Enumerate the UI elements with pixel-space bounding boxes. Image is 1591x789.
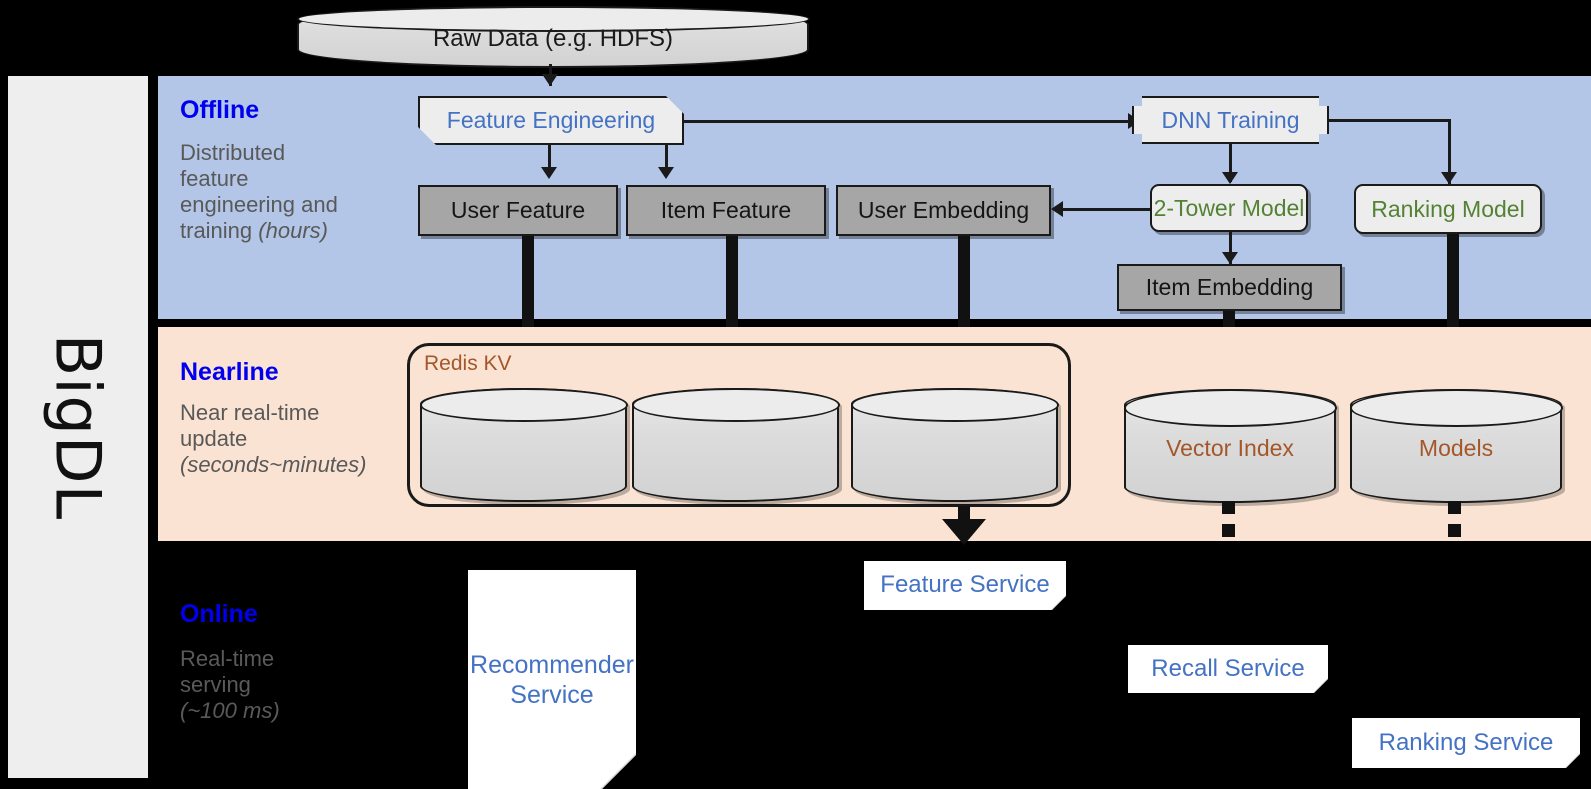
- vector-index-label: Vector Index: [1166, 435, 1294, 462]
- recommender-service-line-2: Service: [510, 680, 594, 709]
- nearline-subtitle-line-1: Near real-time: [180, 400, 320, 425]
- redis-kv-label: Redis KV: [424, 352, 512, 375]
- dnn-training-label: DNN Training: [1161, 106, 1300, 133]
- bigdl-label: BigDL: [41, 333, 115, 521]
- dash-vectorindex-1: [1222, 501, 1235, 514]
- offline-subtitle-line-4: training (hours): [180, 217, 328, 243]
- feature-engineering-node[interactable]: Feature Engineering: [418, 96, 684, 145]
- online-subtitle-line-2: serving: [180, 671, 251, 697]
- connector-dnn-to-twotower: [1229, 144, 1232, 182]
- ranking-model-node[interactable]: Ranking Model: [1354, 184, 1542, 234]
- arrowhead-twotower-to-itemembedding: [1222, 252, 1238, 264]
- models-cylinder[interactable]: Models: [1349, 388, 1563, 503]
- feature-engineering-label: Feature Engineering: [446, 107, 656, 134]
- raw-data-cylinder: Raw Data (e.g. HDFS): [296, 5, 810, 68]
- connector-fe-to-dnn: [684, 120, 1132, 123]
- connector-fe-to-userfeature: [548, 145, 551, 175]
- store-user-feature-cylinder[interactable]: [419, 387, 628, 502]
- pipehead-redis-to-featureservice: [942, 519, 986, 545]
- arrowhead-dnn-to-ranking: [1441, 172, 1457, 184]
- dash-models-2: [1448, 524, 1461, 537]
- vector-index-cylinder[interactable]: Vector Index: [1123, 388, 1337, 503]
- recommender-service-line-1: Recommender: [470, 650, 634, 679]
- dash-vectorindex-2: [1222, 524, 1235, 537]
- user-embedding-node[interactable]: User Embedding: [836, 185, 1051, 236]
- recall-service-node[interactable]: Recall Service: [1128, 645, 1328, 693]
- user-embedding-label: User Embedding: [857, 197, 1030, 224]
- feature-service-label: Feature Service: [880, 571, 1050, 599]
- offline-subtitle-line-3: engineering and: [180, 191, 338, 217]
- item-feature-node[interactable]: Item Feature: [626, 185, 826, 236]
- connector-twotower-to-userembedding: [1062, 208, 1150, 211]
- connector-dnn-to-ranking-horizontal: [1329, 119, 1450, 122]
- offline-subtitle-line-2: feature: [180, 165, 249, 191]
- offline-subtitle-line-1: Distributed: [180, 140, 286, 165]
- online-subtitle-latency: (~100 ms): [180, 697, 280, 723]
- nearline-subtitle-latency: (seconds~minutes): [180, 451, 367, 477]
- dash-models-1: [1448, 501, 1461, 514]
- offline-layer-subtitle: Distributed feature engineering and trai…: [180, 140, 415, 244]
- online-subtitle-line-1: Real-time: [180, 646, 275, 671]
- nearline-subtitle-line-2: update: [180, 425, 248, 451]
- nearline-layer-title: Nearline: [180, 358, 279, 386]
- recommender-service-node[interactable]: Recommender Service: [468, 570, 636, 789]
- user-feature-label: User Feature: [450, 197, 586, 224]
- ranking-service-label: Ranking Service: [1378, 728, 1554, 756]
- arrowhead-twotower-to-userembedding: [1051, 201, 1063, 217]
- connector-dnn-to-ranking-vertical: [1448, 119, 1451, 184]
- two-tower-model-label: 2-Tower Model: [1153, 194, 1305, 221]
- two-tower-model-node[interactable]: 2-Tower Model: [1150, 184, 1308, 232]
- feature-service-node[interactable]: Feature Service: [864, 561, 1066, 610]
- arrowhead-fe-to-itemfeature: [658, 167, 674, 179]
- recommender-service-text: Recommender Service: [470, 650, 634, 710]
- arrowhead-dnn-to-twotower: [1222, 172, 1238, 184]
- redis-kv-group: [407, 343, 1071, 507]
- raw-data-label: Raw Data (e.g. HDFS): [432, 25, 674, 53]
- models-label: Models: [1418, 435, 1494, 462]
- item-embedding-label: Item Embedding: [1145, 274, 1314, 301]
- nearline-layer-subtitle: Near real-time update (seconds~minutes): [180, 400, 415, 478]
- bigdl-framework-rail: BigDL: [8, 76, 148, 778]
- ranking-model-label: Ranking Model: [1371, 195, 1525, 222]
- recall-service-label: Recall Service: [1151, 654, 1305, 682]
- dnn-training-node[interactable]: DNN Training: [1132, 96, 1329, 144]
- store-item-feature-cylinder[interactable]: [631, 387, 840, 502]
- arrowhead-rawdata-to-fe: [542, 74, 558, 86]
- offline-subtitle-latency: (hours): [258, 217, 328, 243]
- item-feature-label: Item Feature: [660, 197, 792, 224]
- user-feature-node[interactable]: User Feature: [418, 185, 618, 236]
- item-embedding-node[interactable]: Item Embedding: [1117, 264, 1342, 311]
- arrowhead-fe-to-userfeature: [541, 167, 557, 179]
- connector-fe-to-itemfeature: [665, 145, 668, 175]
- store-user-embedding-cylinder[interactable]: [850, 387, 1059, 502]
- connector-twotower-to-itemembedding: [1229, 232, 1232, 264]
- ranking-service-node[interactable]: Ranking Service: [1352, 718, 1580, 768]
- online-layer-title: Online: [180, 600, 258, 628]
- online-layer-subtitle: Real-time serving (~100 ms): [180, 646, 415, 724]
- offline-layer-title: Offline: [180, 96, 260, 124]
